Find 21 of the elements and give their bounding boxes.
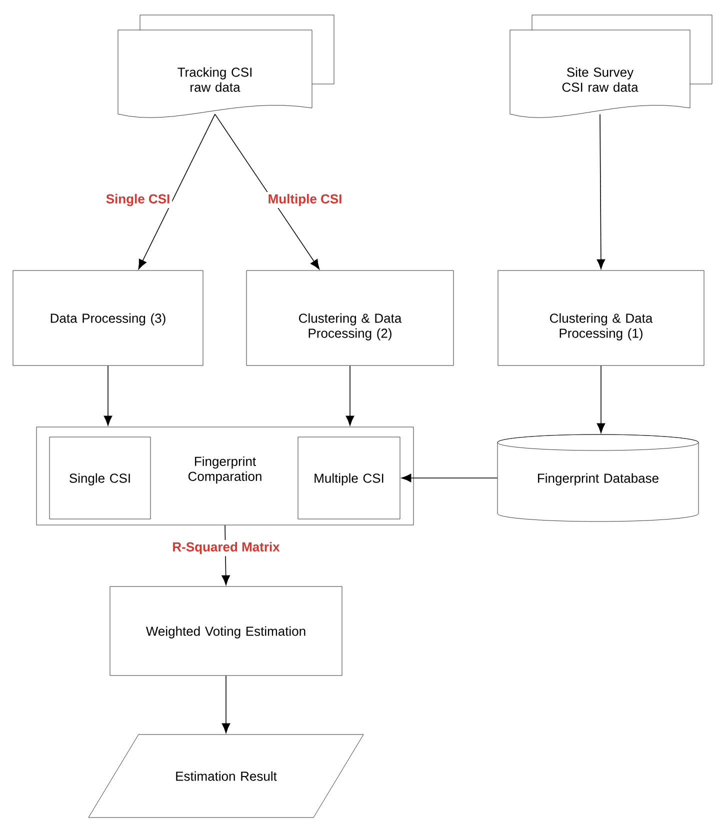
output-parallelogram: Estimation Result	[88, 734, 364, 818]
database-cylinder: Fingerprint Database	[497, 434, 699, 522]
document-stack: Tracking CSI raw data	[118, 14, 334, 118]
arrow	[222, 675, 230, 734]
arrow	[596, 365, 606, 434]
arrow	[596, 114, 606, 270]
arrow	[104, 365, 112, 426]
edge-label: Single CSI	[104, 192, 172, 208]
arrow	[214, 114, 320, 270]
arrow	[346, 365, 354, 426]
process-box: Multiple CSI	[298, 436, 400, 520]
process-box: Data Processing (3)	[12, 270, 204, 366]
process-box: Weighted Voting Estimation	[110, 586, 342, 676]
process-box: Single CSI	[49, 436, 151, 520]
process-box: Clustering & Data Processing (1)	[498, 270, 704, 366]
arrow	[401, 474, 498, 482]
arrow	[138, 114, 216, 270]
edge-label: Multiple CSI	[266, 192, 344, 208]
document-stack: Site Survey CSI raw data	[510, 14, 712, 118]
edge-label: R-Squared Matrix	[170, 540, 282, 556]
process-box: Clustering & Data Processing (2)	[246, 270, 454, 366]
